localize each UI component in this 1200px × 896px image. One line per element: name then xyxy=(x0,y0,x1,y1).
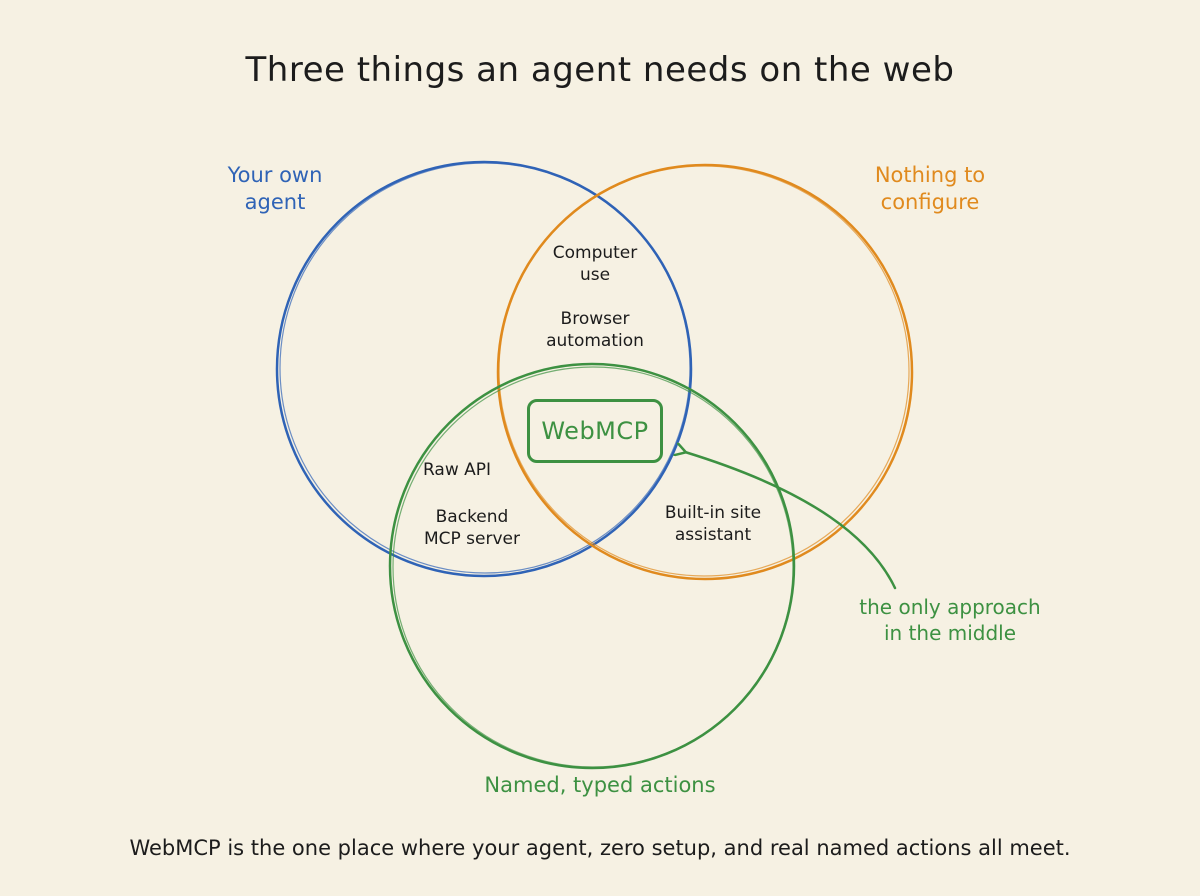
caption: WebMCP is the one place where your agent… xyxy=(129,836,1071,860)
region-item-computer-use: Computer use xyxy=(552,243,638,286)
set-label-your-own-agent: Your own agent xyxy=(227,163,323,215)
diagram-title: Three things an agent needs on the web xyxy=(245,50,955,90)
region-item-raw-api: Raw API xyxy=(422,460,492,480)
annotation-arrow xyxy=(685,452,897,590)
annotation-text: the only approach in the middle xyxy=(859,595,1041,645)
set-label-named-typed-actions: Named, typed actions xyxy=(484,773,716,797)
circle-your-own-agent xyxy=(275,160,693,578)
region-item-built-in-site-assistant: Built-in site assistant xyxy=(664,503,762,546)
circle-nothing-to-configure xyxy=(496,163,914,581)
region-item-backend-mcp-server: Backend MCP server xyxy=(423,507,520,550)
region-item-browser-automation: Browser automation xyxy=(546,309,644,352)
circle-named-typed-actions xyxy=(388,362,796,770)
set-label-nothing-to-configure: Nothing to configure xyxy=(874,163,986,215)
webmcp-center-badge: WebMCP xyxy=(527,399,663,463)
